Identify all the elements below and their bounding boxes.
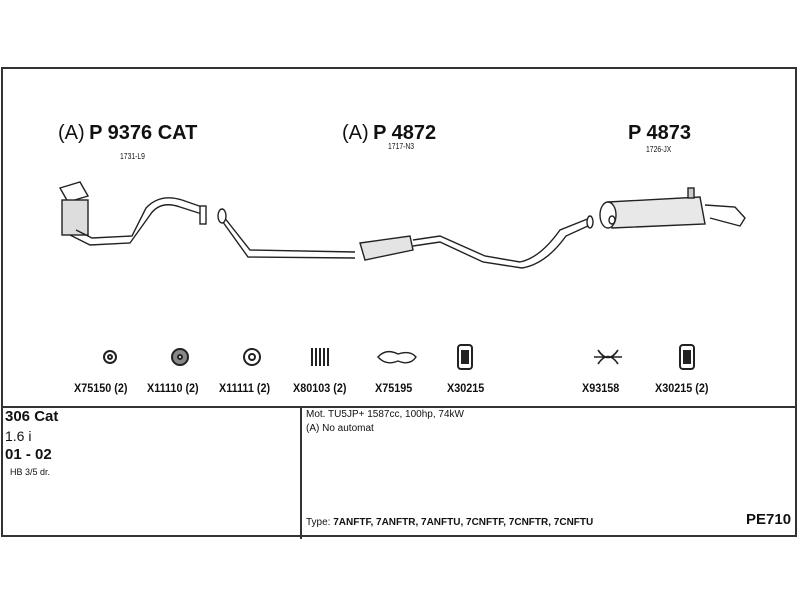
rear-silencer-part[interactable]: [599, 187, 746, 229]
type-line: Type: 7ANFTF, 7ANFTR, 7ANFTU, 7CNFTF, 7C…: [306, 517, 593, 528]
divider: [3, 406, 795, 408]
part-number: P 9376 CAT: [89, 122, 198, 144]
accessory-icons: [103, 344, 695, 370]
motor-note: Mot. TU5JP+ 1587cc, 100hp, 74kW: [306, 409, 464, 420]
part-code: 1731-L9: [120, 152, 145, 161]
accessory-label: X11110 (2): [147, 381, 199, 395]
vehicle-years: 01 - 02: [5, 446, 52, 463]
part-number: P 4872: [373, 122, 437, 144]
accessory-label: X80103 (2): [293, 381, 347, 395]
part-prefix: (A): [342, 122, 369, 144]
part-label-middle: (A) P 4872: [342, 122, 436, 145]
automat-note: (A) No automat: [306, 423, 374, 434]
part-code: 1717-N3: [388, 142, 415, 151]
catalytic-converter-part[interactable]: [58, 181, 207, 246]
middle-silencer-part[interactable]: [217, 208, 594, 269]
type-codes: 7ANFTF, 7ANFTR, 7ANFTU, 7CNFTF, 7CNFTR, …: [333, 517, 594, 528]
part-label-catalytic: (A) P 9376 CAT: [58, 122, 197, 145]
part-number: P 4873: [628, 122, 692, 144]
accessory-label: X93158: [582, 381, 620, 395]
vehicle-engine: 1.6 i: [5, 428, 32, 444]
part-prefix: (A): [58, 122, 85, 144]
accessory-label: X11111 (2): [219, 381, 271, 395]
diagram-frame: [1, 67, 797, 539]
accessory-label: X30215: [447, 381, 485, 395]
accessory-label: X75195: [375, 381, 413, 395]
part-code: 1726-JX: [646, 145, 672, 154]
divider: [300, 406, 302, 539]
vehicle-body: HB 3/5 dr.: [10, 467, 51, 477]
part-label-rear: P 4873: [628, 122, 691, 145]
vehicle-model: 306 Cat: [5, 408, 59, 425]
accessory-label: X30215 (2): [655, 381, 709, 395]
diagram-code: PE710: [746, 511, 792, 528]
type-label: Type:: [306, 517, 331, 528]
accessory-label: X75150 (2): [74, 381, 128, 395]
